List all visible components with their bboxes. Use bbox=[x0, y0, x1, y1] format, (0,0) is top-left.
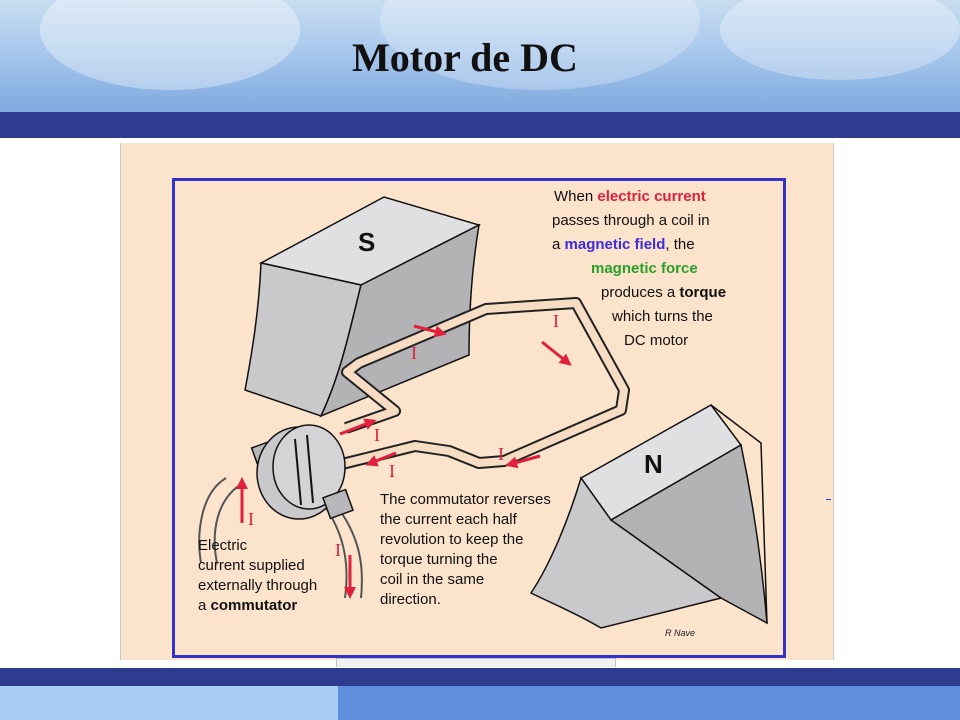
supply-note-line: externally through bbox=[198, 577, 318, 594]
current-note-line: a magnetic field, the bbox=[552, 236, 695, 253]
current-label: I bbox=[335, 540, 341, 560]
current-label: I bbox=[553, 311, 559, 331]
commutator bbox=[198, 424, 363, 599]
supply-note-line: current supplied bbox=[198, 557, 305, 574]
commutator-note-line: The commutator reverses bbox=[380, 491, 551, 508]
commutator-note-line: torque turning the bbox=[380, 551, 498, 568]
scrollbar-fragment[interactable] bbox=[336, 658, 616, 667]
current-arrow bbox=[365, 451, 397, 467]
footer-bar bbox=[0, 668, 960, 686]
current-label: I bbox=[248, 509, 254, 529]
commutator-note-line: coil in the same bbox=[380, 571, 485, 588]
current-arrow bbox=[505, 454, 541, 469]
supply-note-line: Electric bbox=[198, 537, 248, 554]
current-label: I bbox=[498, 444, 504, 464]
footer-right-panel bbox=[338, 686, 960, 720]
current-note-line: When electric current bbox=[554, 188, 706, 205]
figure-frame bbox=[172, 178, 786, 658]
current-note-line: which turns the bbox=[612, 308, 713, 325]
footer-left-panel bbox=[0, 686, 338, 720]
current-arrow bbox=[413, 324, 447, 338]
commutator-note-line: direction. bbox=[380, 591, 441, 608]
coil bbox=[336, 297, 630, 471]
header-bar bbox=[0, 112, 960, 138]
south-pole-label: S bbox=[358, 227, 376, 257]
dc-motor-figure: S N I I I I I I I When electric current … bbox=[120, 143, 834, 660]
current-note-line: passes through a coil in bbox=[552, 212, 710, 229]
north-magnet bbox=[529, 404, 768, 629]
current-label: I bbox=[411, 343, 417, 363]
current-arrow bbox=[541, 340, 572, 366]
current-note-line: produces a torque bbox=[601, 284, 727, 301]
commutator-note-line: revolution to keep the bbox=[380, 531, 524, 548]
slide-title: Motor de DC bbox=[352, 35, 578, 80]
north-pole-label: N bbox=[644, 449, 663, 479]
header-background bbox=[0, 0, 960, 112]
current-note-line: DC motor bbox=[624, 332, 689, 349]
supply-note-line: a commutator bbox=[198, 597, 298, 614]
link-fragment[interactable] bbox=[826, 487, 831, 500]
magnetic-force-label: magnetic force bbox=[591, 260, 698, 277]
current-label: I bbox=[374, 425, 380, 445]
motor-drawing bbox=[198, 196, 768, 629]
current-arrow bbox=[339, 418, 377, 436]
commutator-note-line: the current each half bbox=[380, 511, 517, 528]
diagram-credit: R Nave bbox=[665, 628, 696, 638]
current-label: I bbox=[389, 461, 395, 481]
